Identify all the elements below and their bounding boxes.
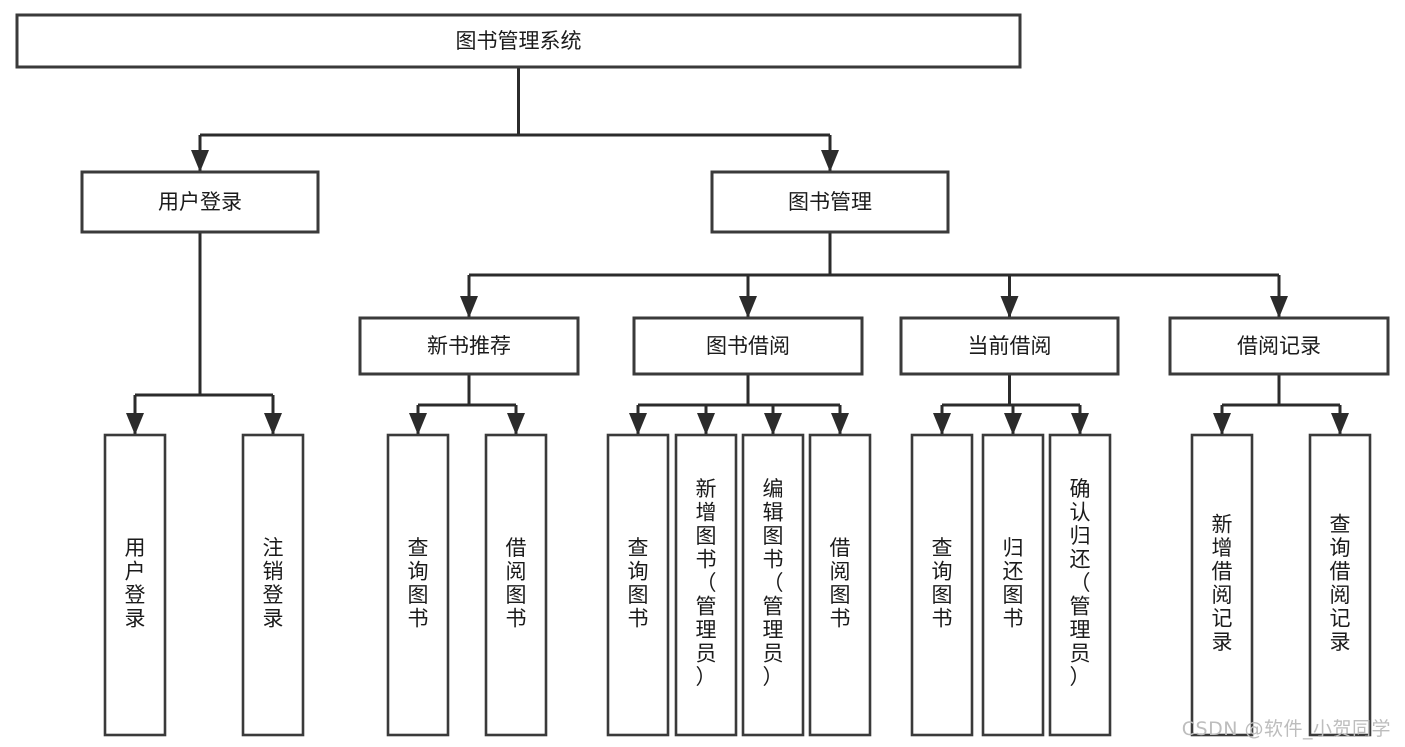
node-box <box>899 316 1120 376</box>
node-label: 图书管理系统 <box>456 29 582 53</box>
node-编辑图书管理员[interactable]: 编辑图书（管理员） <box>741 433 805 737</box>
node-label: 借阅图书 <box>830 536 851 631</box>
arrowhead <box>1004 413 1022 435</box>
node-box <box>1168 316 1390 376</box>
node-用户登录[interactable]: 用户登录 <box>103 433 167 737</box>
node-label: 借阅记录 <box>1237 334 1321 358</box>
node-查询图书[interactable]: 查询图书 <box>386 433 450 737</box>
arrowhead <box>507 413 525 435</box>
node-label: 图书管理 <box>788 190 872 214</box>
connector-group-图书借阅 <box>629 374 849 435</box>
node-注销登录[interactable]: 注销登录 <box>241 433 305 737</box>
node-label: 注销登录 <box>263 536 284 631</box>
node-label: 当前借阅 <box>968 334 1052 358</box>
connector-group-借阅记录 <box>1213 374 1349 435</box>
arrowhead <box>629 413 647 435</box>
arrowhead <box>831 413 849 435</box>
node-用户登录[interactable]: 用户登录 <box>80 170 320 234</box>
node-label: 编辑图书（管理员） <box>763 477 784 689</box>
arrowhead <box>191 150 209 172</box>
node-查询借阅记录[interactable]: 查询借阅记录 <box>1308 433 1372 737</box>
arrowhead <box>821 150 839 172</box>
connector-group-用户登录 <box>126 232 282 435</box>
arrowhead <box>1000 296 1019 318</box>
connector-group-新书推荐 <box>409 374 525 435</box>
arrowhead <box>739 296 757 318</box>
node-图书管理[interactable]: 图书管理 <box>710 170 950 234</box>
node-新增借阅记录[interactable]: 新增借阅记录 <box>1190 433 1254 737</box>
node-box <box>484 433 548 737</box>
connector-group-图书管理系统 <box>191 67 839 172</box>
arrowhead <box>264 413 282 435</box>
arrowhead <box>764 413 782 435</box>
connector-group-图书管理 <box>460 232 1288 318</box>
node-查询图书[interactable]: 查询图书 <box>910 433 974 737</box>
arrowhead <box>409 413 427 435</box>
node-box <box>674 433 738 737</box>
node-label: 查询图书 <box>628 536 649 631</box>
node-借阅图书[interactable]: 借阅图书 <box>808 433 872 737</box>
node-box <box>358 316 580 376</box>
node-label: 用户登录 <box>125 536 146 631</box>
node-box <box>632 316 864 376</box>
node-box <box>1190 433 1254 737</box>
node-借阅图书[interactable]: 借阅图书 <box>484 433 548 737</box>
node-box <box>981 433 1045 737</box>
node-label: 借阅图书 <box>506 536 527 631</box>
node-图书管理系统[interactable]: 图书管理系统 <box>15 13 1022 69</box>
arrowhead <box>460 296 478 318</box>
node-新增图书管理员[interactable]: 新增图书（管理员） <box>674 433 738 737</box>
node-借阅记录[interactable]: 借阅记录 <box>1168 316 1390 376</box>
arrowhead <box>1331 413 1349 435</box>
node-查询图书[interactable]: 查询图书 <box>606 433 670 737</box>
node-新书推荐[interactable]: 新书推荐 <box>358 316 580 376</box>
node-box <box>1308 433 1372 737</box>
node-box <box>710 170 950 234</box>
node-label: 查询借阅记录 <box>1330 512 1351 654</box>
node-label: 查询图书 <box>408 536 429 631</box>
node-归还图书[interactable]: 归还图书 <box>981 433 1045 737</box>
node-label: 新书推荐 <box>427 334 511 358</box>
arrowhead <box>126 413 144 435</box>
node-当前借阅[interactable]: 当前借阅 <box>899 316 1120 376</box>
node-label: 用户登录 <box>158 190 242 214</box>
node-layer: 图书管理系统用户登录图书管理新书推荐图书借阅当前借阅借阅记录用户登录注销登录查询… <box>15 13 1390 737</box>
node-label: 图书借阅 <box>706 334 790 358</box>
node-box <box>910 433 974 737</box>
node-box <box>80 170 320 234</box>
connector-group-当前借阅 <box>933 374 1089 435</box>
node-确认归还管理员[interactable]: 确认归还（管理员） <box>1048 433 1112 737</box>
node-box <box>1048 433 1112 737</box>
node-label: 查询图书 <box>932 536 953 631</box>
node-box <box>15 13 1022 69</box>
arrowhead <box>1071 413 1089 435</box>
arrowhead <box>697 413 715 435</box>
node-label: 确认归还（管理员） <box>1070 477 1091 689</box>
node-box <box>606 433 670 737</box>
arrowhead <box>933 413 951 435</box>
arrowhead <box>1213 413 1231 435</box>
node-box <box>241 433 305 737</box>
node-图书借阅[interactable]: 图书借阅 <box>632 316 864 376</box>
node-box <box>103 433 167 737</box>
node-box <box>386 433 450 737</box>
connector-layer <box>126 67 1349 435</box>
node-box <box>741 433 805 737</box>
arrowhead <box>1270 296 1288 318</box>
node-box <box>808 433 872 737</box>
node-label: 新增借阅记录 <box>1212 512 1233 654</box>
node-label: 新增图书（管理员） <box>696 477 717 689</box>
node-label: 归还图书 <box>1003 536 1024 631</box>
